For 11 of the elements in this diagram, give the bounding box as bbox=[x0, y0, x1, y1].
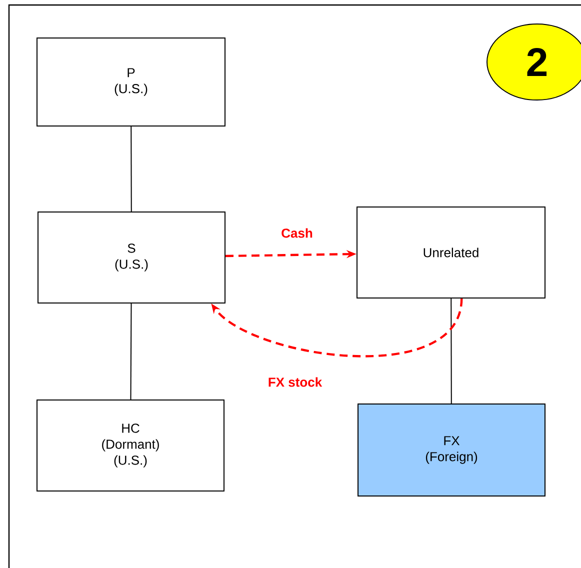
connector-line bbox=[130, 303, 132, 400]
number-badge: 2 bbox=[486, 24, 581, 100]
edge-label: Cash bbox=[280, 227, 314, 239]
entity-box: Unrelated bbox=[356, 206, 546, 298]
entity-box: FX (Foreign) bbox=[358, 404, 546, 496]
entity-box: HC (Dormant) (U.S.) bbox=[36, 400, 224, 492]
connector-line bbox=[130, 126, 132, 212]
entity-box: P (U.S.) bbox=[36, 38, 226, 126]
edge-label: FX stock bbox=[266, 376, 324, 388]
connector-line bbox=[450, 298, 452, 404]
entity-box: S (U.S.) bbox=[38, 212, 226, 304]
